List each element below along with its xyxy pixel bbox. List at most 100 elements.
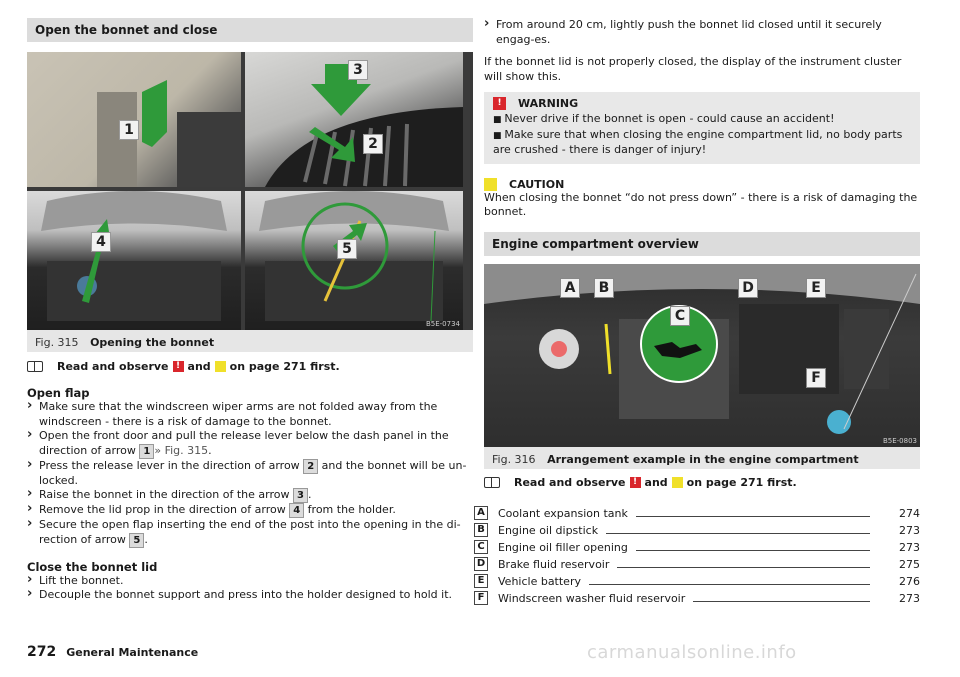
green-arrow-1 [142,80,167,147]
close-flap-steps: Lift the bonnet. Decouple the bonnet sup… [27,573,473,603]
open-flap-steps: Make sure that the windscreen wiper arms… [27,399,473,548]
right-column: From around 20 cm, lightly push the bonn… [474,17,920,607]
oil-can-icon [654,341,702,358]
figure-link[interactable]: » Fig. 315 [154,443,209,457]
raised-bonnet-illustration [41,191,227,321]
book-icon [27,360,43,372]
callout-3: 3 [348,60,368,80]
read-observe-line: Read and observe ! and on page 271 first… [27,358,473,374]
panel-front-grille: 3 2 [245,52,463,187]
push-step-list: From around 20 cm, lightly push the bonn… [484,17,920,47]
leader-line [693,594,870,602]
leader-line [588,577,870,585]
lid-prop-illustration [259,191,449,322]
part-page-link[interactable]: 273 [899,523,920,537]
step-text-end: . [144,532,148,546]
leader-line [617,560,870,568]
leader-line [635,543,870,551]
page-number: 272 [27,644,57,660]
close-flap-heading: Close the bonnet lid [27,559,158,574]
arrow-ref: 1 [139,443,155,459]
list-item: Remove the lid prop in the direction of … [27,502,473,518]
caution-icon [214,360,226,372]
part-page-link[interactable]: 273 [899,591,920,605]
list-item: Make sure that the windscreen wiper arms… [27,399,473,429]
parts-list: A Coolant expansion tank 274 B Engine oi… [474,505,920,607]
label-e: E [806,277,826,298]
book-icon [484,477,500,488]
step-text: Secure the open flap inserting the end o… [39,518,461,546]
caution-heading: CAUTION [484,177,920,191]
highlight-circle [301,202,389,290]
list-item: Secure the open flap inserting the end o… [27,517,473,548]
figure-code: B5E-0803 [882,436,917,445]
label-f: F [806,367,826,388]
caution-title: CAUTION [509,177,565,191]
part-page-link[interactable]: 274 [899,506,920,520]
list-item: From around 20 cm, lightly push the bonn… [484,17,920,47]
part-letter: A [474,506,488,520]
read-observe-text: Read and observe [57,359,169,373]
watermark: carmanualsonline.info [587,642,797,663]
read-observe-text: Read and observe [514,476,626,489]
section-title-engine: Engine compartment overview [484,231,920,256]
panel-lid-prop: 5 B5E-0734 [245,191,463,330]
step-text-end: from the holder. [307,503,396,516]
read-observe-page: on page 271 first. [229,359,340,373]
part-name: Coolant expansion tank [498,506,628,520]
list-item: D Brake fluid reservoir 275 [474,556,920,573]
warning-icon: ! [629,477,641,488]
figure-title: Arrangement example in the engine compar… [547,452,859,466]
part-name: Windscreen washer fluid reservoir [498,591,686,605]
list-item: Never drive if the bonnet is open - coul… [493,112,911,128]
list-item: Raise the bonnet in the direction of the… [27,487,473,503]
part-name: Engine oil filler opening [498,540,628,554]
step-text: Open the front door and pull the release… [39,429,449,457]
label-c: C [670,305,690,326]
figure-number: Fig. 316 [492,452,536,466]
part-page-link[interactable]: 275 [899,557,920,571]
warning-heading: ! WARNING [493,97,911,110]
list-item: Lift the bonnet. [27,573,473,589]
step-text-end: and the bonnet will be un-locked. [39,458,467,487]
list-item: Open the front door and pull the release… [27,428,473,459]
step-text: Raise the bonnet in the direction of the… [39,488,290,501]
arrow-ref: 4 [289,503,305,518]
part-letter: D [474,557,488,571]
left-column: Open the bonnet and close 1 [27,18,473,603]
callout-5: 5 [337,239,357,259]
part-letter: F [474,591,488,605]
caution-icon [484,177,497,191]
step-text: Make sure that the windscreen wiper arms… [39,400,438,428]
list-item: Make sure that when closing the engine c… [493,128,911,158]
warning-icon: ! [172,360,184,372]
read-observe-and: and [187,359,211,373]
list-item: A Coolant expansion tank 274 [474,505,920,522]
part-page-link[interactable]: 273 [899,540,920,554]
read-observe-and: and [644,476,668,489]
label-d: D [738,277,758,298]
callout-2: 2 [363,134,383,154]
panel-raise-bonnet: 4 [27,191,241,330]
step-text: Press the release lever in the direction… [39,458,300,472]
figure-title: Opening the bonnet [90,336,215,349]
part-page-link[interactable]: 276 [899,574,920,588]
bonnet-note: If the bonnet lid is not properly closed… [484,55,902,83]
figure-number: Fig. 315 [35,336,79,349]
arrow-ref: 2 [303,458,319,474]
caution-text: When closing the bonnet “do not press do… [484,190,918,219]
callout-1: 1 [119,120,139,140]
part-letter: E [474,574,488,588]
part-name: Brake fluid reservoir [498,557,610,571]
figure-opening-bonnet: 1 3 2 4 [27,52,473,330]
list-item: B Engine oil dipstick 273 [474,522,920,539]
part-letter: C [474,540,488,554]
caution-icon [671,477,683,488]
green-arrow-2 [309,127,355,162]
warning-title: WARNING [518,97,579,110]
leader-line [635,509,870,517]
figure-caption: Fig. 315 Opening the bonnet [27,330,473,352]
warning-box: ! WARNING Never drive if the bonnet is o… [484,92,920,164]
warning-list: Never drive if the bonnet is open - coul… [493,112,911,158]
section-title-open-close: Open the bonnet and close [27,18,473,42]
